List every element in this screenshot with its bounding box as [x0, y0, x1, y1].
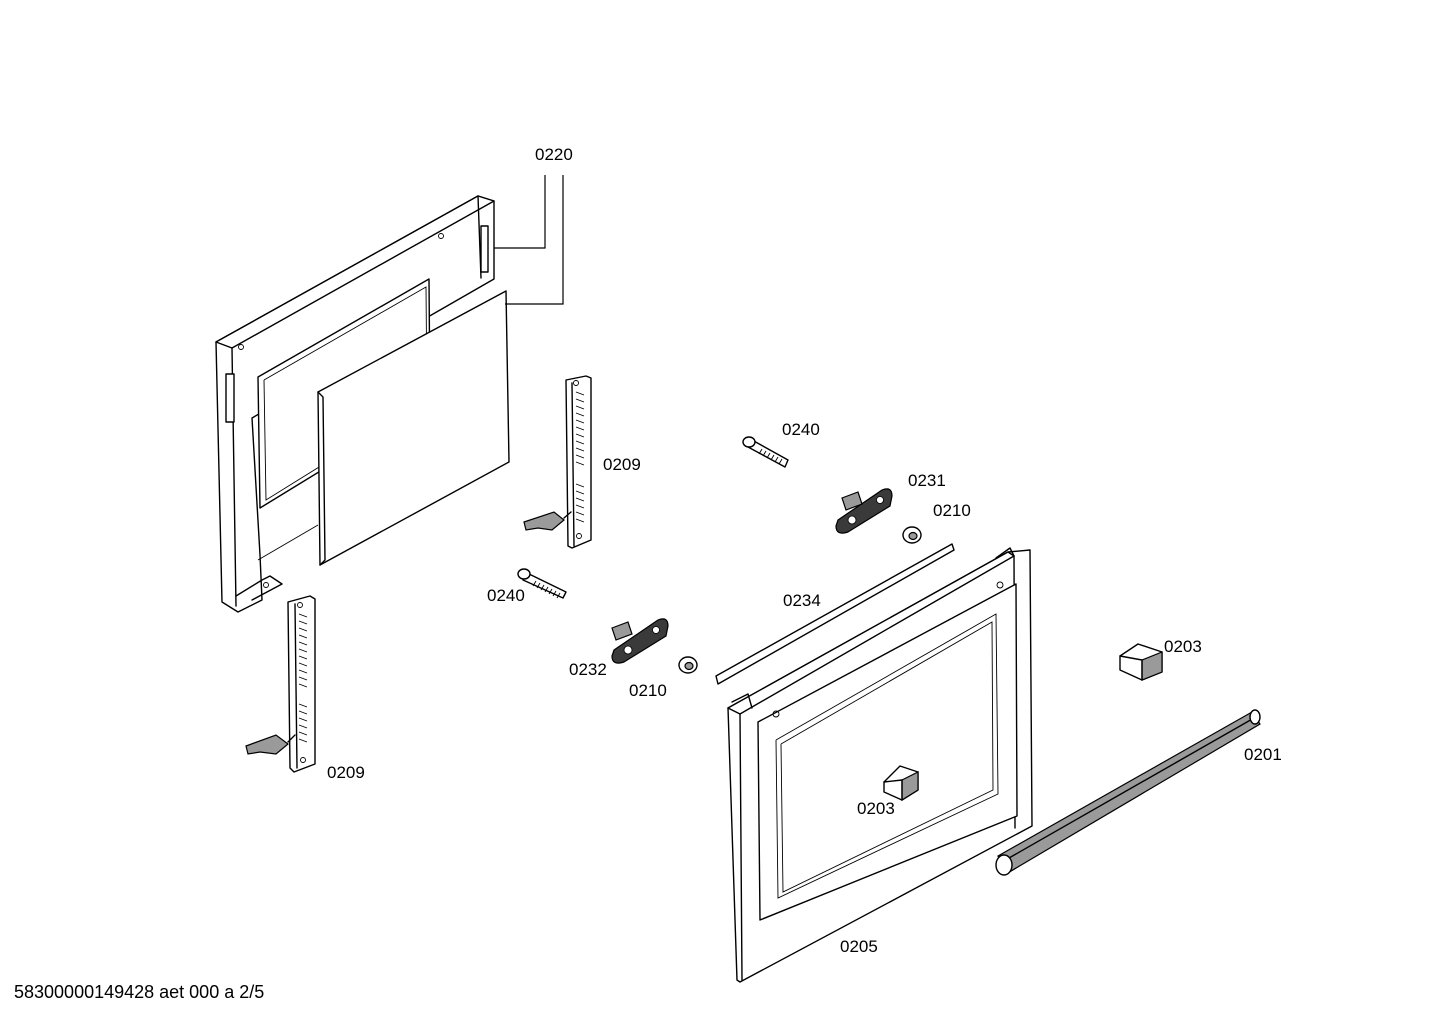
part-0201-handle-bar	[995, 709, 1261, 876]
label-0203-right: 0203	[1164, 637, 1202, 656]
part-0205-outer-door-panel	[727, 547, 1033, 983]
leader-0220-glass	[505, 175, 564, 305]
footer-reference: 58300000149428 aet 000 a 2/5	[14, 982, 264, 1002]
label-0210-upper: 0210	[933, 501, 971, 520]
label-0209-lower: 0209	[327, 763, 365, 782]
part-0220-glass-pane	[317, 290, 510, 566]
label-0210-lower: 0210	[629, 681, 667, 700]
part-0240-screw-lower	[517, 568, 567, 599]
part-0203-clip-right	[1119, 643, 1163, 681]
leader-0220-frame	[494, 175, 546, 249]
part-0209-hinge-upper	[523, 375, 592, 549]
part-0203-clip-center	[883, 765, 919, 802]
label-0240-upper: 0240	[782, 420, 820, 439]
label-0232: 0232	[569, 660, 607, 679]
part-0209-hinge-lower	[245, 595, 316, 773]
part-0210-spacer-upper	[902, 526, 922, 544]
part-0240-screw-upper	[742, 436, 789, 468]
label-0240-lower: 0240	[487, 586, 525, 605]
label-0205: 0205	[840, 937, 878, 956]
part-0232-hinge-bracket	[611, 618, 669, 664]
label-0209-upper: 0209	[603, 455, 641, 474]
part-0234-seal-strip	[715, 543, 955, 685]
part-0210-spacer-lower	[678, 656, 698, 674]
label-0201: 0201	[1244, 745, 1282, 764]
label-0231: 0231	[908, 471, 946, 490]
label-0220: 0220	[535, 145, 573, 164]
part-0231-hinge-bracket	[835, 488, 893, 534]
label-0203-center: 0203	[857, 799, 895, 818]
label-0234: 0234	[783, 591, 821, 610]
